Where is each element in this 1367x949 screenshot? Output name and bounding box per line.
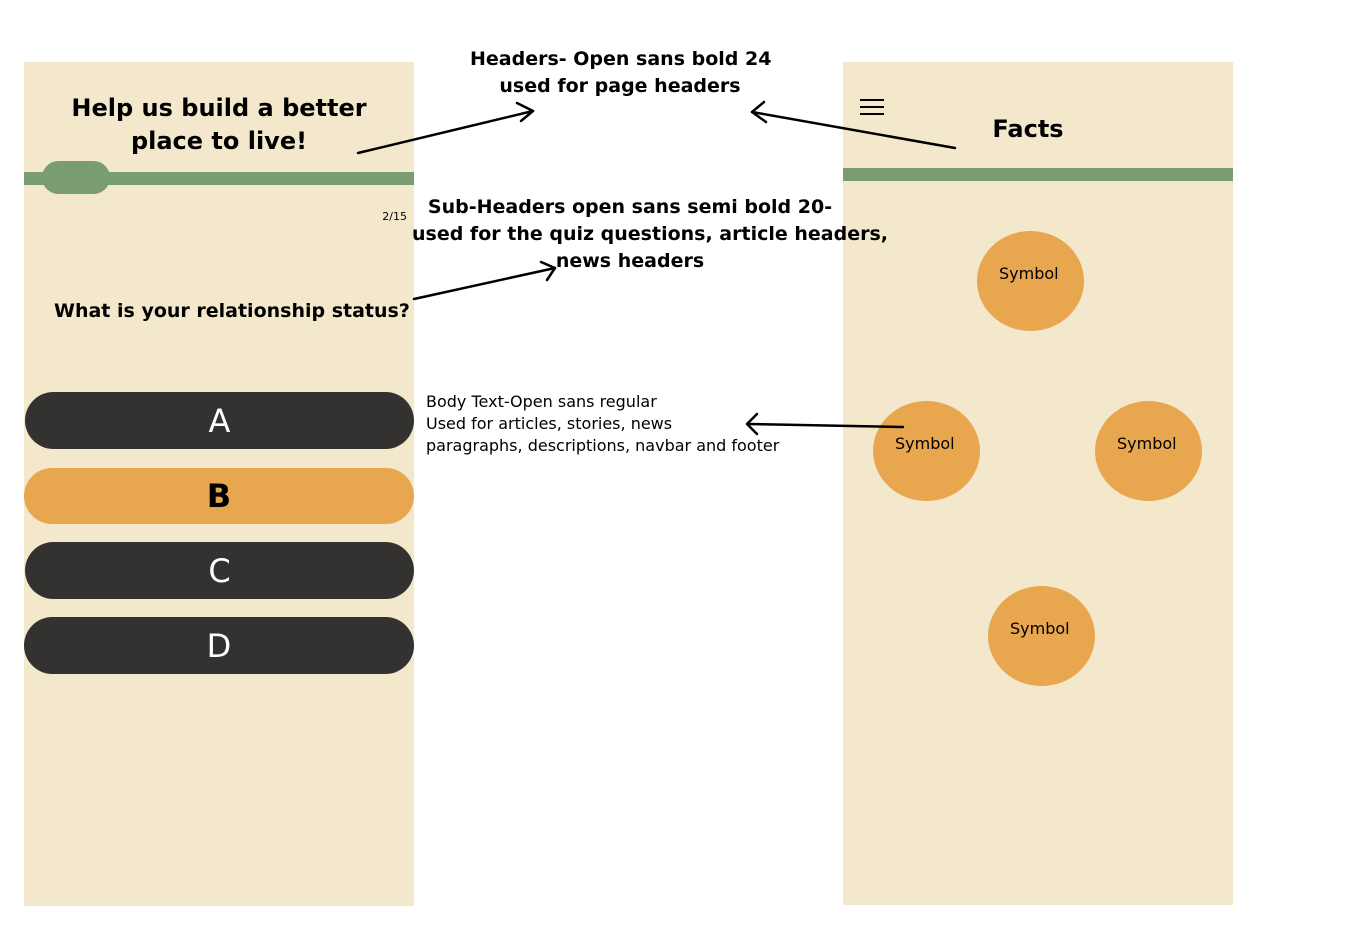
arrow-subheader-head (539, 260, 557, 282)
symbol-label: Symbol (895, 434, 955, 453)
page-header: Help us build a better place to live! (24, 92, 414, 158)
annotation-line: Used for articles, stories, news (426, 414, 673, 433)
answer-label: C (208, 551, 231, 590)
progress-handle[interactable] (42, 161, 110, 194)
symbol-label: Symbol (1010, 619, 1070, 638)
arrow-body (745, 422, 905, 429)
arrow-body-head (745, 412, 759, 436)
answer-label: A (208, 401, 231, 440)
symbol-label: Symbol (1117, 434, 1177, 453)
quiz-screen: Help us build a better place to live! 2/… (24, 62, 414, 906)
page-header-line1: Help us build a better (71, 94, 367, 122)
page-header-line2: place to live! (130, 127, 308, 155)
hamburger-menu-icon[interactable] (860, 99, 884, 115)
progress-bar (24, 172, 414, 185)
quiz-question: What is your relationship status? (54, 300, 410, 322)
answer-d-button[interactable]: D (24, 617, 414, 674)
headers-annotation: Headers- Open sans bold 24 used for page… (470, 46, 772, 100)
answer-a-button[interactable]: A (25, 392, 414, 449)
subheaders-annotation: Sub-Headers open sans semi bold 20- used… (412, 194, 888, 275)
arrow-header-left-head (515, 101, 535, 123)
arrow-header-right (750, 110, 957, 150)
annotation-line: used for the quiz questions, article hea… (412, 223, 888, 245)
progress-count: 2/15 (382, 210, 407, 223)
annotation-line: Body Text-Open sans regular (426, 392, 657, 411)
answer-label: B (206, 477, 232, 515)
symbol-top[interactable]: Symbol (977, 231, 1084, 331)
answer-b-button[interactable]: B (24, 468, 414, 524)
symbol-bottom[interactable]: Symbol (988, 586, 1095, 686)
facts-title: Facts (992, 115, 1064, 143)
facts-screen: Facts Symbol Symbol Symbol Symbol (843, 62, 1233, 905)
arrow-header-left (356, 109, 535, 155)
annotation-line: used for page headers (499, 75, 741, 97)
annotation-line: paragraphs, descriptions, navbar and foo… (426, 436, 780, 455)
arrow-header-right-head (750, 100, 768, 124)
symbol-label: Symbol (999, 264, 1059, 283)
answer-label: D (206, 626, 232, 665)
body-text-annotation: Body Text-Open sans regular Used for art… (426, 391, 779, 457)
annotation-line: Sub-Headers open sans semi bold 20- (427, 196, 833, 218)
arrow-subheader (412, 266, 557, 301)
symbol-right[interactable]: Symbol (1095, 401, 1202, 501)
annotation-line: news headers (555, 250, 705, 272)
symbol-left[interactable]: Symbol (873, 401, 980, 501)
answer-c-button[interactable]: C (25, 542, 414, 599)
header-bar (843, 168, 1233, 181)
annotation-line: Headers- Open sans bold 24 (470, 48, 772, 70)
